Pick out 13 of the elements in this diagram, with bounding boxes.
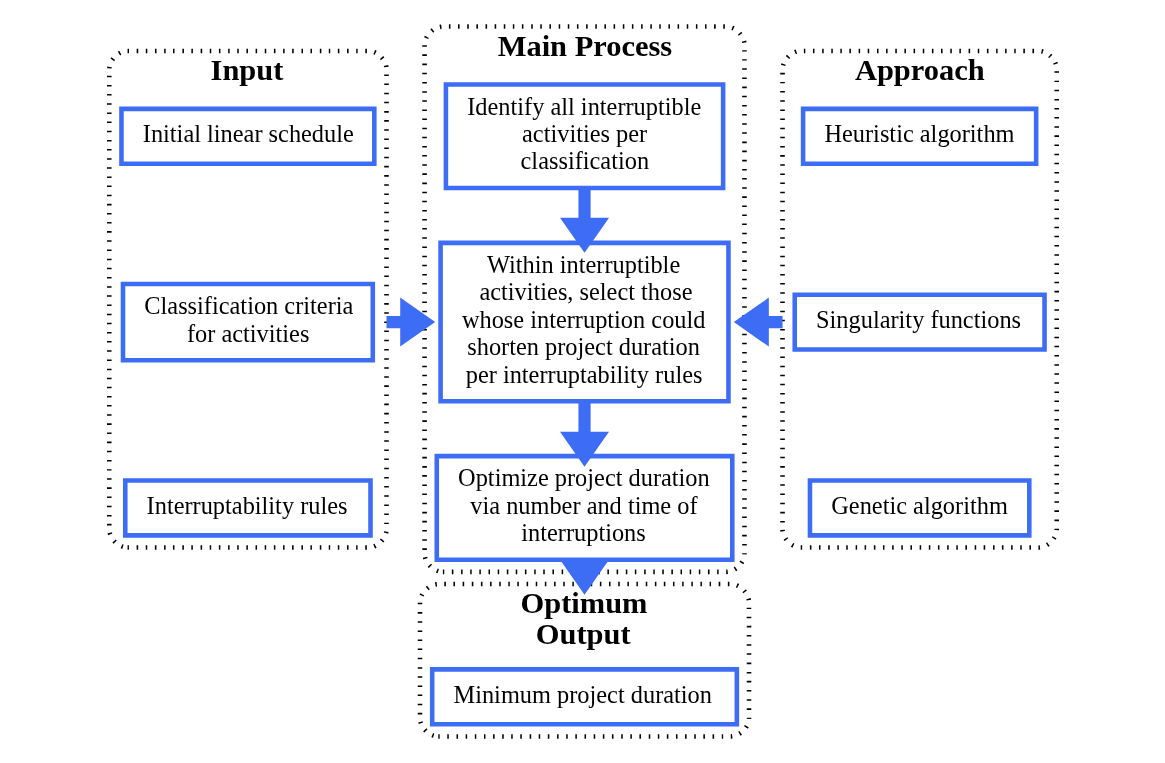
arrow (559, 559, 609, 595)
node-box: Identify all interruptible activities per classification (443, 82, 725, 191)
node-box: Heuristic algorithm (800, 106, 1038, 166)
node-box: Minimum project duration (429, 667, 739, 727)
node-box: Genetic algorithm (807, 478, 1032, 538)
node-box: Within interruptible activities, select those whose interruption could shorten project duration per interruptability rules (437, 240, 731, 404)
node-box: Singularity functions (791, 292, 1047, 352)
arrow (559, 401, 609, 467)
node-box: Classification criteria for activities (120, 281, 375, 363)
arrow (559, 188, 609, 253)
node-box: Initial linear schedule (118, 106, 377, 166)
node-box: Interruptability rules (122, 478, 373, 538)
node-box: Optimize project duration via number and time of interruptions (434, 453, 735, 562)
